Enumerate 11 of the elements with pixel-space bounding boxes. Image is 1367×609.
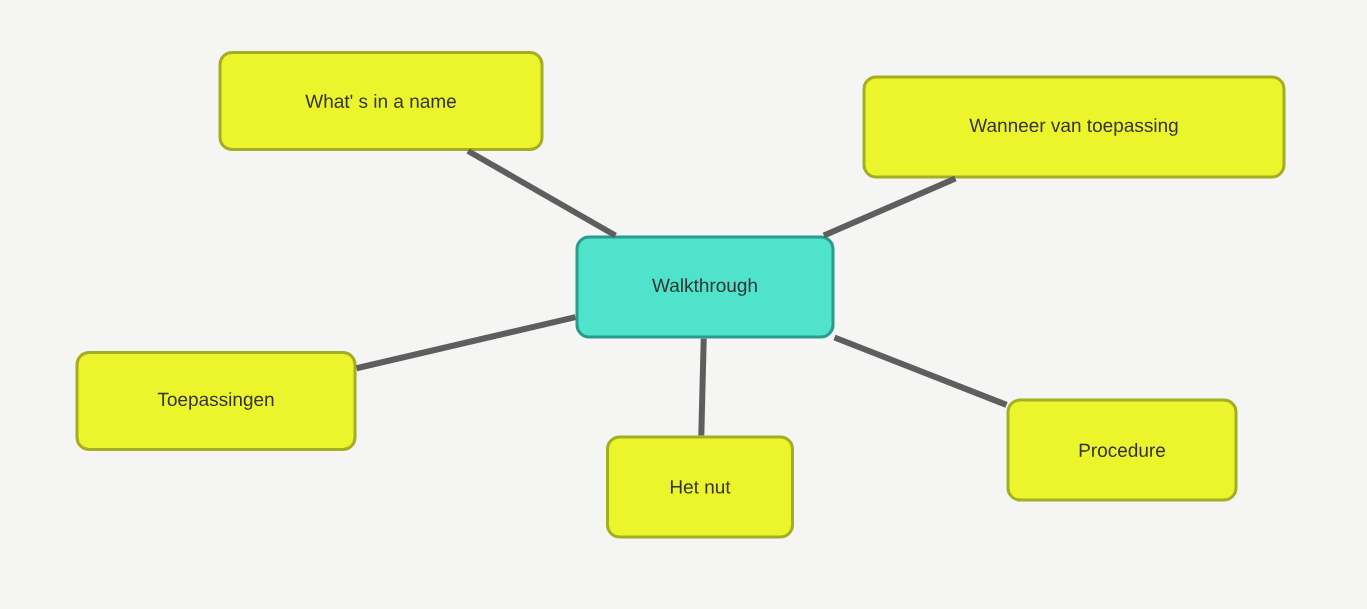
topic-box: Het nut — [606, 435, 794, 539]
connector-line — [833, 334, 1008, 408]
topic-box: Toepassingen — [75, 351, 357, 451]
connector-line — [466, 148, 617, 239]
topic-box: Wanneer van toepassing — [862, 75, 1286, 179]
connector-line — [822, 175, 957, 239]
connector-line — [698, 338, 707, 436]
topic-box: What' s in a name — [218, 51, 544, 151]
topic-box: Walkthrough — [575, 235, 835, 339]
connector-line — [355, 314, 577, 372]
topic-box: Procedure — [1006, 398, 1238, 502]
